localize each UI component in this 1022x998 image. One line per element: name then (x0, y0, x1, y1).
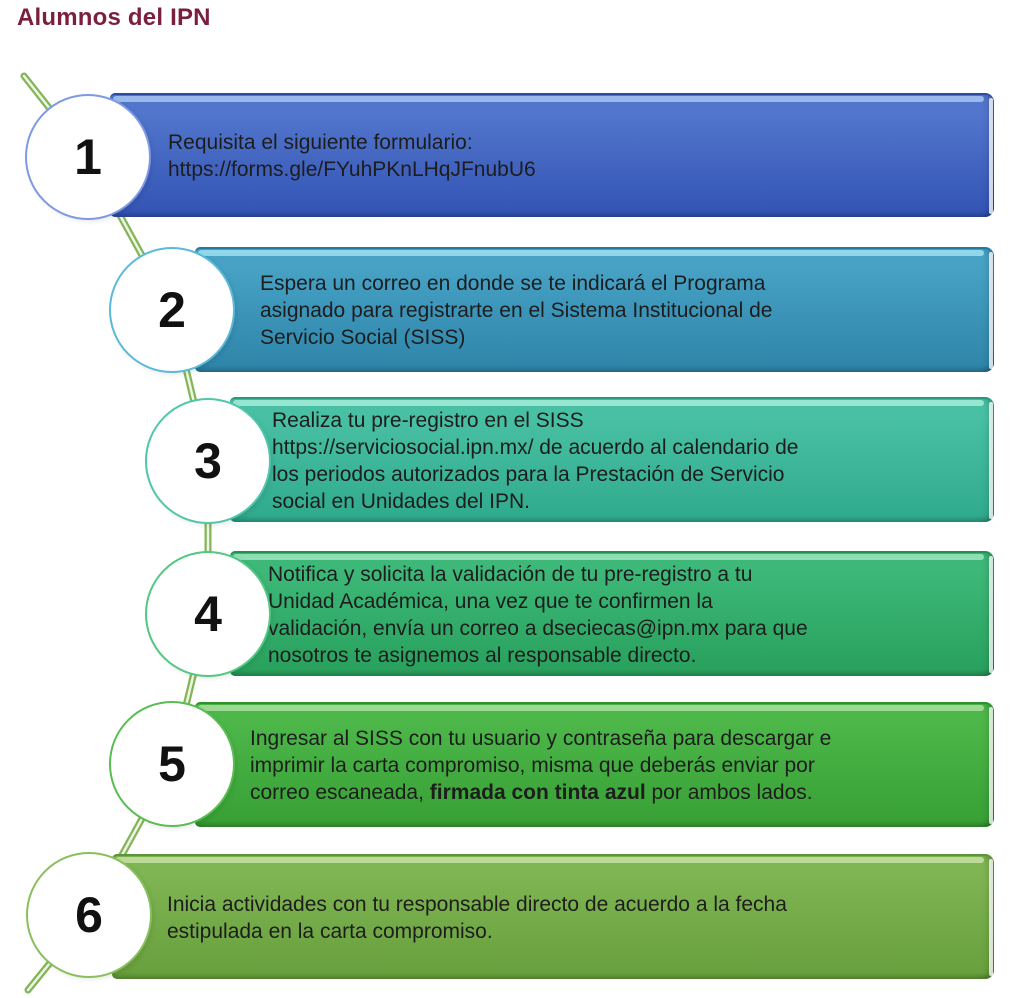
step-4-number-circle: 4 (145, 551, 271, 677)
step-6-number-circle: 6 (26, 852, 152, 978)
step-5-banner: Ingresar al SISS con tu usuario y contra… (195, 702, 994, 827)
text-line: social en Unidades del IPN. (272, 489, 530, 513)
step-6-number: 6 (75, 887, 103, 943)
text-line: Servicio Social (SISS) (260, 326, 466, 349)
step-3-banner: Realiza tu pre-registro en el SISS https… (230, 397, 994, 522)
text-line: https://serviciosocial.ipn.mx/ de acuerd… (272, 435, 799, 459)
step-2-banner: Espera un correo en donde se te indicará… (195, 247, 994, 372)
text-segment: correo escaneada, (250, 781, 430, 804)
text-line: validación, envía un correo a dseciecas@… (268, 616, 808, 640)
step-2-text: Espera un correo en donde se te indicará… (195, 270, 772, 351)
step-4-banner: Notifica y solicita la validación de tu … (230, 551, 994, 676)
step-6-text: Inicia actividades con tu responsable di… (112, 891, 787, 945)
text-line: Unidad Académica, una vez que te confirm… (268, 589, 713, 613)
text-line: nosotros te asignemos al responsable dir… (268, 643, 697, 667)
step-1-text: Requisita el siguiente formulario: https… (110, 129, 536, 183)
text-line: Notifica y solicita la validación de tu … (268, 562, 753, 586)
step-5-number-circle: 5 (109, 701, 235, 827)
text-segment-bold: firmada con tinta azul (429, 781, 646, 804)
step-5-number: 5 (158, 736, 186, 792)
text-line: estipulada en la carta compromiso. (167, 919, 493, 943)
step-3-text: Realiza tu pre-registro en el SISS https… (230, 407, 798, 515)
text-line: correo escaneada, firmada con tinta azul… (250, 779, 831, 806)
text-segment: por ambos lados. (645, 781, 813, 804)
step-2-number: 2 (158, 282, 186, 338)
step-3-number: 3 (194, 433, 222, 489)
step-1-number-circle: 1 (25, 94, 151, 220)
step-6-banner: Inicia actividades con tu responsable di… (112, 854, 994, 979)
step-1-banner: Requisita el siguiente formulario: https… (110, 93, 994, 217)
text-line: Requisita el siguiente formulario: (168, 131, 473, 154)
text-line: Inicia actividades con tu responsable di… (167, 892, 787, 916)
step-1-number: 1 (74, 129, 102, 185)
step-3-number-circle: 3 (145, 398, 271, 524)
text-line: imprimir la carta compromiso, misma que … (250, 754, 815, 777)
text-line: https://forms.gle/FYuhPKnLHqJFnubU6 (168, 158, 536, 181)
step-2-number-circle: 2 (109, 247, 235, 373)
page-title: Alumnos del IPN (17, 4, 211, 31)
step-4-number: 4 (194, 586, 222, 642)
text-line: los periodos autorizados para la Prestac… (272, 462, 785, 486)
step-5-text: Ingresar al SISS con tu usuario y contra… (195, 725, 831, 806)
text-line: Ingresar al SISS con tu usuario y contra… (250, 727, 832, 750)
step-4-text: Notifica y solicita la validación de tu … (230, 561, 808, 669)
text-line: Espera un correo en donde se te indicará… (260, 272, 766, 295)
text-line: asignado para registrarte en el Sistema … (260, 299, 773, 322)
text-line: Realiza tu pre-registro en el SISS (272, 408, 584, 432)
